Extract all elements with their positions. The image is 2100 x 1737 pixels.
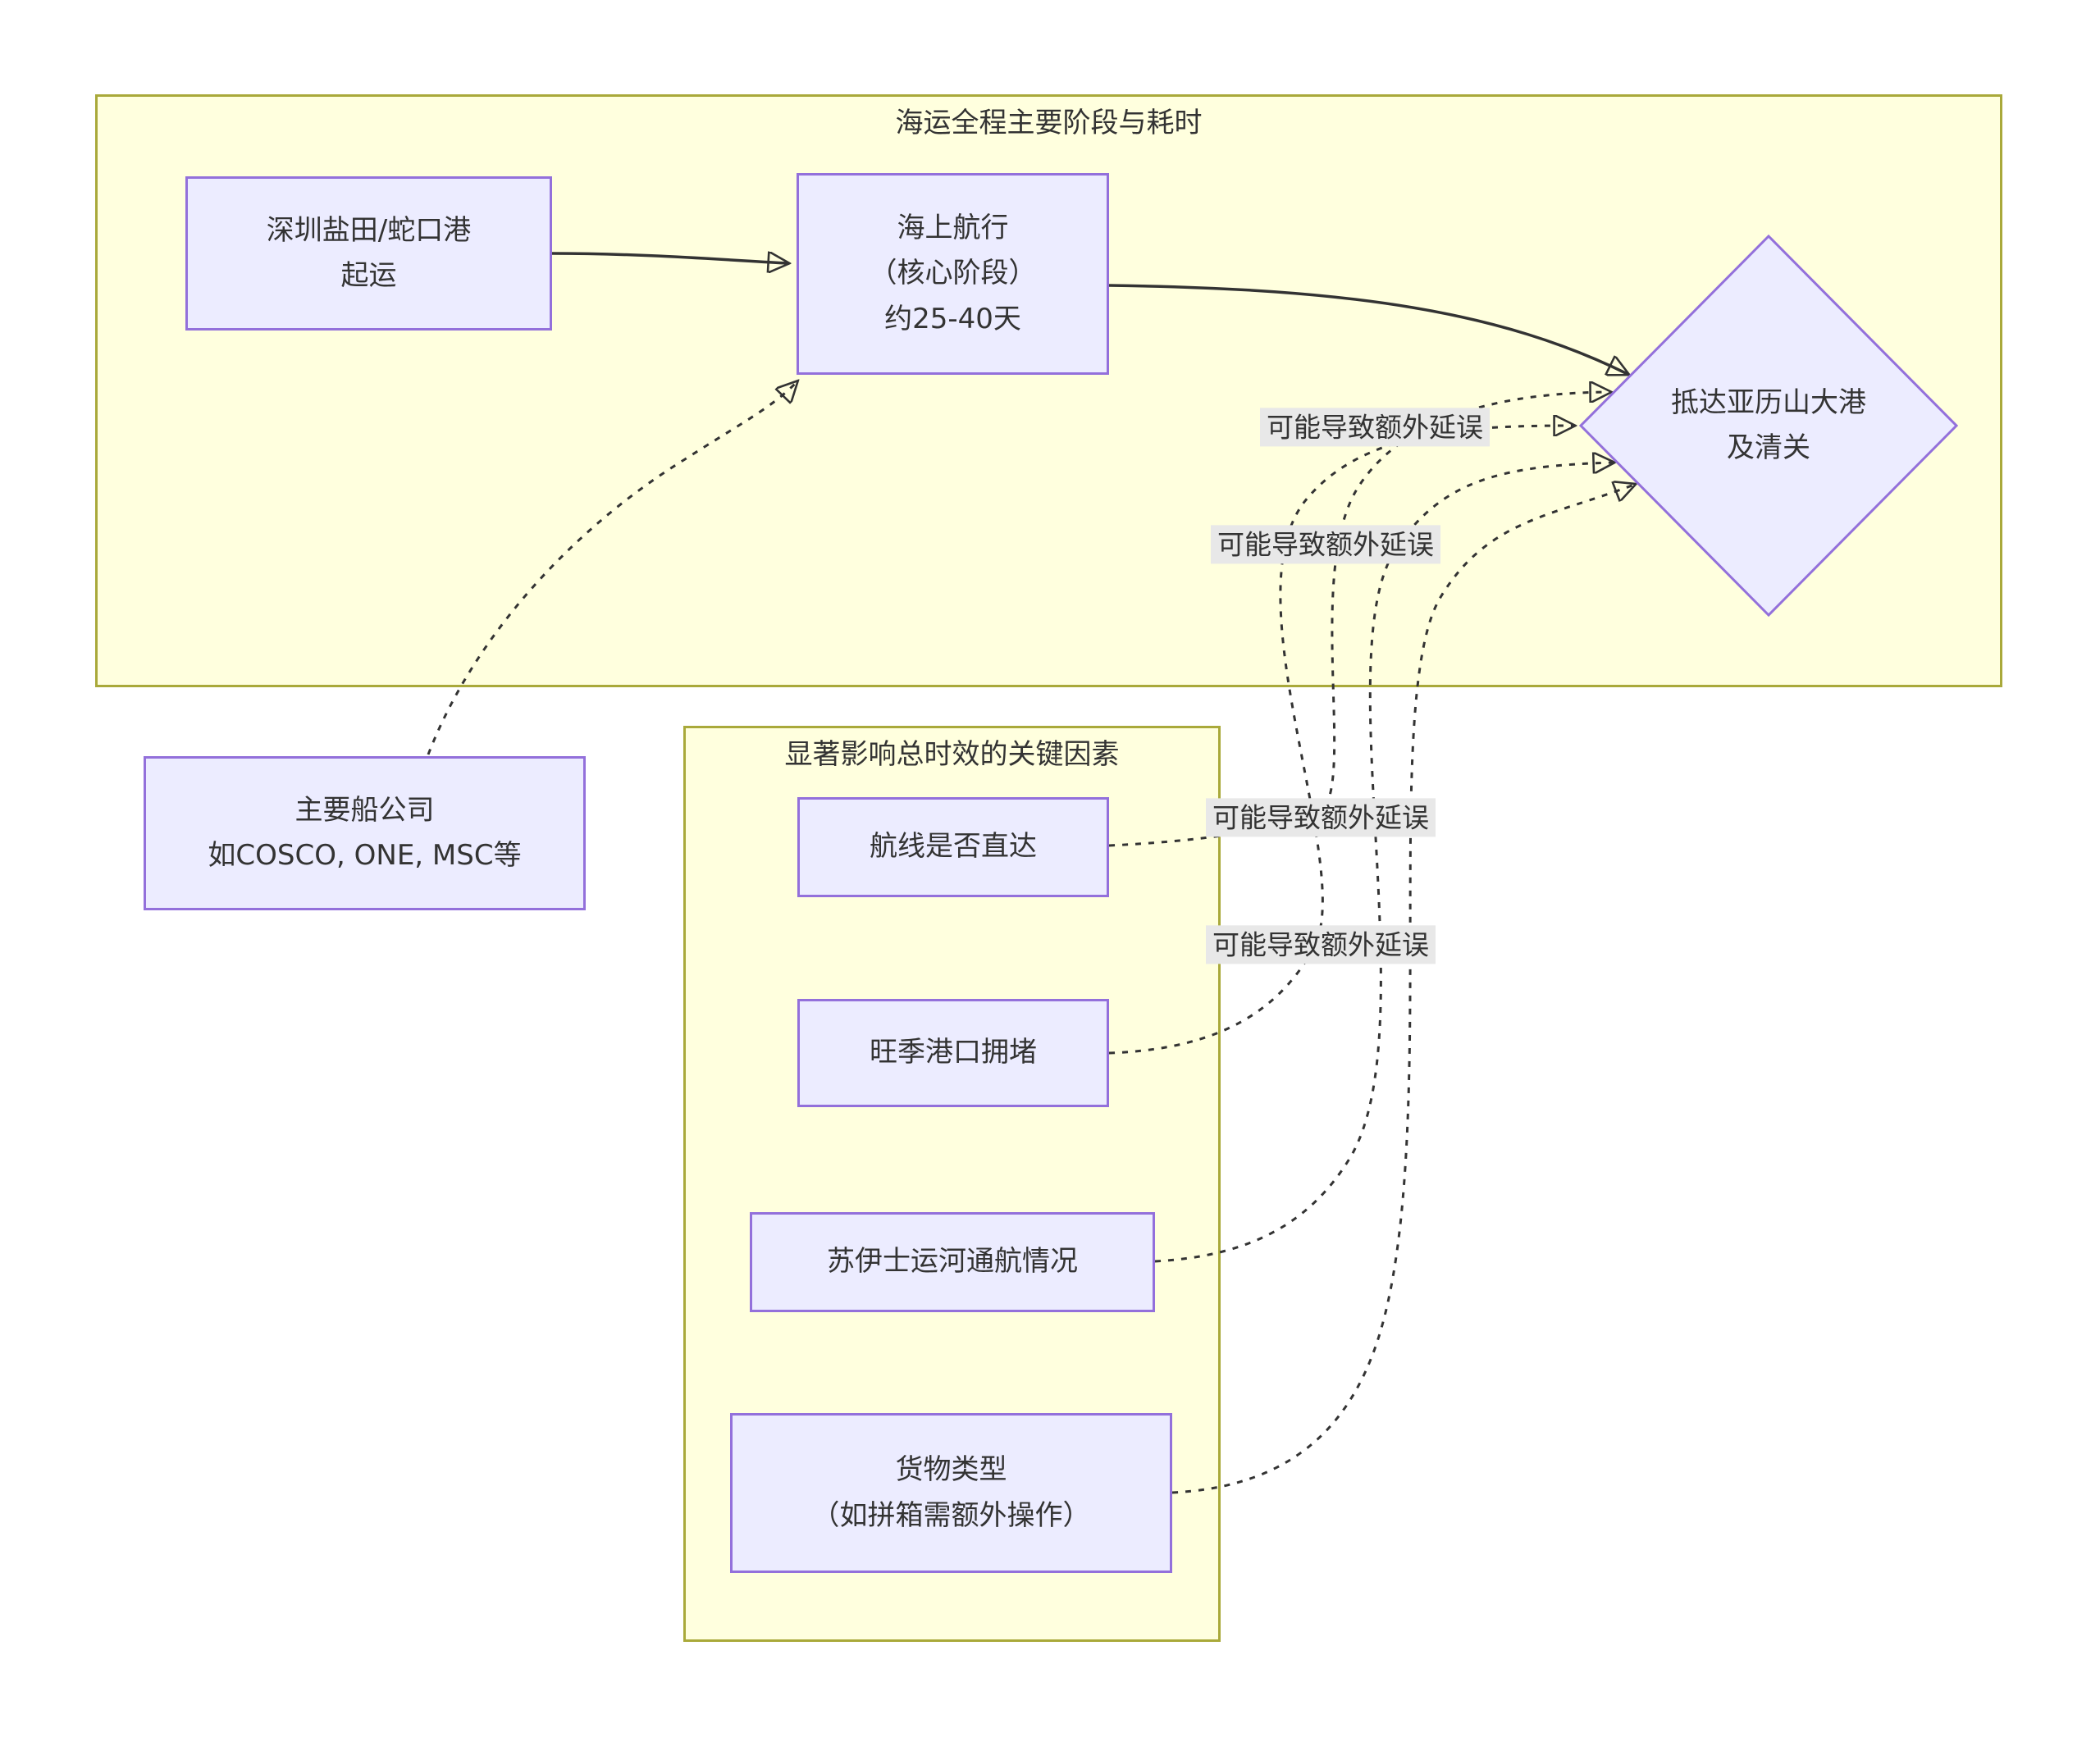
node-direct-route: 航线是否直达 (797, 797, 1109, 897)
cluster-main-stages-title: 海运全程主要阶段与耗时 (895, 107, 1203, 139)
edge-label-delay-4: 可能导致额外延误 (1206, 925, 1436, 964)
node-arrival-port-label: 抵达亚历山大港 及清关 (1671, 385, 1866, 464)
node-suez-status: 苏伊士运河通航情况 (750, 1212, 1155, 1312)
node-sea-voyage: 海上航行 （核心阶段） 约25-40天 (797, 173, 1109, 375)
node-carriers: 主要船公司 如COSCO, ONE, MSC等 (144, 756, 586, 910)
edge-label-delay-3: 可能导致额外延误 (1206, 798, 1436, 837)
edge-label-delay-2: 可能导致额外延误 (1211, 525, 1440, 564)
node-peak-congestion: 旺季港口拥堵 (797, 999, 1109, 1107)
node-cargo-type: 货物类型 （如拼箱需额外操作） (730, 1413, 1172, 1573)
node-origin-port: 深圳盐田/蛇口港 起运 (185, 176, 552, 331)
edge-label-delay-1: 可能导致额外延误 (1260, 408, 1490, 447)
cluster-key-factors-title: 显著影响总时效的关键因素 (784, 738, 1120, 771)
